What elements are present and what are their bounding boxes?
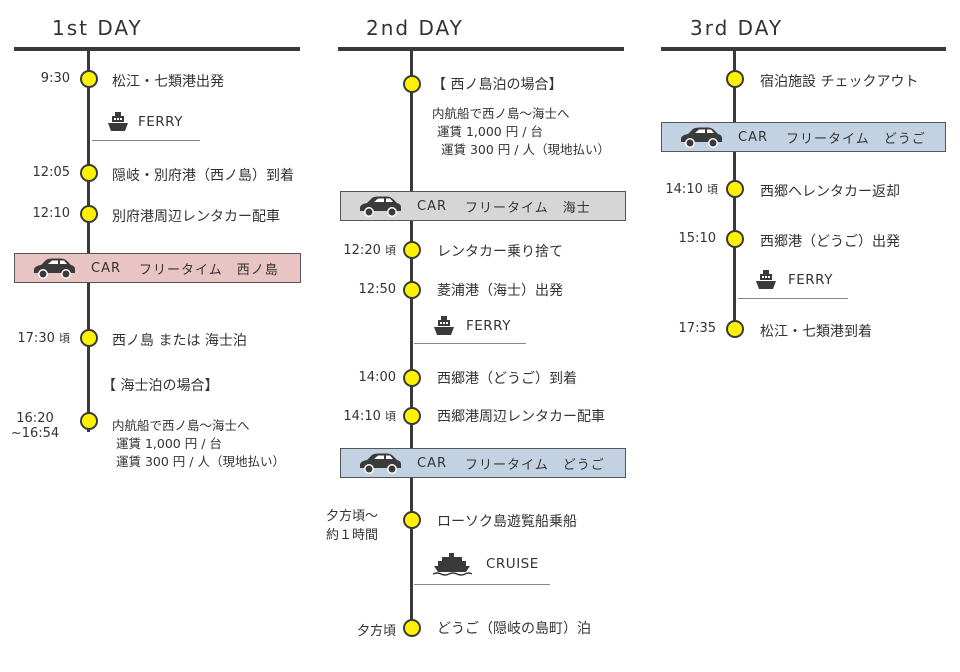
car-freetime: フリータイム bbox=[139, 262, 223, 278]
day1-ferry: FERRY bbox=[106, 110, 183, 134]
day1-time-2: 12:05 bbox=[32, 165, 70, 180]
timeline-dot bbox=[80, 164, 98, 182]
day2-title: 2nd DAY bbox=[366, 16, 464, 40]
day2-event-6: どうご（隠岐の島町）泊 bbox=[437, 621, 591, 637]
day1-header-rule bbox=[14, 47, 300, 51]
ferry-label: FERRY bbox=[788, 272, 833, 288]
timeline-dot bbox=[403, 281, 421, 299]
day2-ferry-underline bbox=[414, 343, 526, 344]
day1-time-3: 12:10 bbox=[32, 206, 70, 221]
day3-event-2: 西郷ヘレンタカー返却 bbox=[760, 184, 900, 200]
day2-time-3: 14:00 bbox=[358, 370, 396, 385]
day3-event-4: 松江・七類港到着 bbox=[760, 324, 872, 340]
day2-event-4: 西郷港周辺レンタカー配車 bbox=[437, 409, 605, 425]
day1-case-notes: 内航船で西ノ島〜海士へ 運賃 1,000 円 / 台 運賃 300 円 / 人（… bbox=[112, 418, 285, 469]
day3-time-2: 14:10 頃 bbox=[665, 182, 718, 197]
car-location: 西ノ島 bbox=[236, 262, 279, 278]
cruise-label: CRUISE bbox=[486, 556, 539, 572]
ferry-icon bbox=[434, 316, 454, 335]
timeline-dot bbox=[403, 407, 421, 425]
timeline-dot bbox=[403, 75, 421, 93]
day1-event-1: 松江・七類港出発 bbox=[112, 74, 224, 90]
day1-time-4: 17:30 頃 bbox=[17, 331, 70, 346]
car-icon bbox=[34, 258, 75, 279]
day2-event-2: 菱浦港（海士）出発 bbox=[437, 283, 563, 299]
car-freetime: フリータイム bbox=[786, 131, 870, 147]
timeline-dot bbox=[80, 205, 98, 223]
car-location: どうご bbox=[562, 457, 605, 473]
day1-event-4: 西ノ島 または 海士泊 bbox=[112, 333, 247, 349]
ferry-icon bbox=[108, 112, 128, 131]
day3-event-3: 西郷港（どうご）出発 bbox=[760, 234, 900, 250]
car-location: どうご bbox=[883, 131, 926, 147]
day2-event-1: レンタカー乗り捨て bbox=[437, 244, 563, 260]
timeline-dot bbox=[726, 320, 744, 338]
timeline-dot bbox=[80, 329, 98, 347]
day3-title: 3rd DAY bbox=[690, 16, 784, 40]
day1-ferry-underline bbox=[92, 140, 200, 141]
timeline-dot bbox=[726, 70, 744, 88]
day3-ferry: FERRY bbox=[754, 268, 833, 292]
day1-event-2: 隠岐・別府港（西ノ島）到着 bbox=[112, 168, 294, 184]
day3-time-3: 15:10 bbox=[678, 231, 716, 246]
ferry-label: FERRY bbox=[138, 114, 183, 130]
car-icon bbox=[681, 127, 722, 148]
day1-title: 1st DAY bbox=[52, 16, 143, 40]
day2-timeline-line bbox=[410, 50, 413, 628]
car-label: CAR bbox=[417, 455, 448, 471]
car-label: CAR bbox=[91, 260, 122, 276]
day2-cruise-underline bbox=[414, 584, 550, 585]
timeline-dot bbox=[726, 230, 744, 248]
car-icon bbox=[360, 453, 401, 474]
day2-header-rule bbox=[338, 47, 624, 51]
day1-timeline-line bbox=[87, 50, 90, 432]
day2-case-notes: 内航船で西ノ島〜海士へ 運賃 1,000 円 / 台 運賃 300 円 / 人（… bbox=[432, 106, 610, 157]
day2-time-6: 夕方頃 bbox=[356, 624, 396, 639]
day2-time-1: 12:20 頃 bbox=[343, 243, 396, 258]
day2-event-5: ローソク島遊覧船乗船 bbox=[437, 514, 577, 530]
day1-time-5: 16:20~16:54 bbox=[10, 411, 60, 441]
day2-car-band-2: CAR フリータイム どうご bbox=[340, 448, 626, 478]
car-label: CAR bbox=[738, 129, 769, 145]
timeline-dot bbox=[403, 241, 421, 259]
timeline-dot bbox=[403, 511, 421, 529]
day3-event-1: 宿泊施設 チェックアウト bbox=[760, 74, 919, 90]
day2-ferry: FERRY bbox=[432, 314, 511, 338]
day2-event-3: 西郷港（どうご）到着 bbox=[437, 371, 577, 387]
day3-ferry-underline bbox=[738, 298, 848, 299]
car-icon bbox=[360, 196, 401, 217]
day2-cruise: CRUISE bbox=[432, 552, 539, 576]
day1-case-heading: 【 海士泊の場合】 bbox=[102, 378, 219, 394]
timeline-dot bbox=[80, 70, 98, 88]
day3-time-4: 17:35 bbox=[678, 321, 716, 336]
timeline-dot bbox=[726, 180, 744, 198]
timeline-dot bbox=[403, 619, 421, 637]
day2-case-heading: 【 西ノ島泊の場合】 bbox=[432, 77, 563, 93]
day3-car-band: CAR フリータイム どうご bbox=[661, 122, 946, 152]
day2-time-5: 夕方頃〜約１時間 bbox=[326, 509, 379, 543]
car-label: CAR bbox=[417, 198, 448, 214]
day2-time-4: 14:10 頃 bbox=[343, 409, 396, 424]
timeline-dot bbox=[403, 369, 421, 387]
day3-header-rule bbox=[661, 47, 946, 51]
car-location: 海士 bbox=[562, 200, 591, 216]
ferry-icon bbox=[756, 270, 776, 289]
car-freetime: フリータイム bbox=[465, 457, 549, 473]
day2-time-2: 12:50 bbox=[358, 282, 396, 297]
ferry-label: FERRY bbox=[466, 318, 511, 334]
car-freetime: フリータイム bbox=[465, 200, 549, 216]
day1-time-1: 9:30 bbox=[40, 71, 70, 86]
day1-car-band: CAR フリータイム 西ノ島 bbox=[14, 253, 301, 283]
day1-event-3: 別府港周辺レンタカー配車 bbox=[112, 209, 280, 225]
cruise-ship-icon bbox=[432, 553, 472, 576]
day2-car-band-1: CAR フリータイム 海士 bbox=[340, 191, 626, 221]
timeline-dot bbox=[80, 412, 98, 430]
